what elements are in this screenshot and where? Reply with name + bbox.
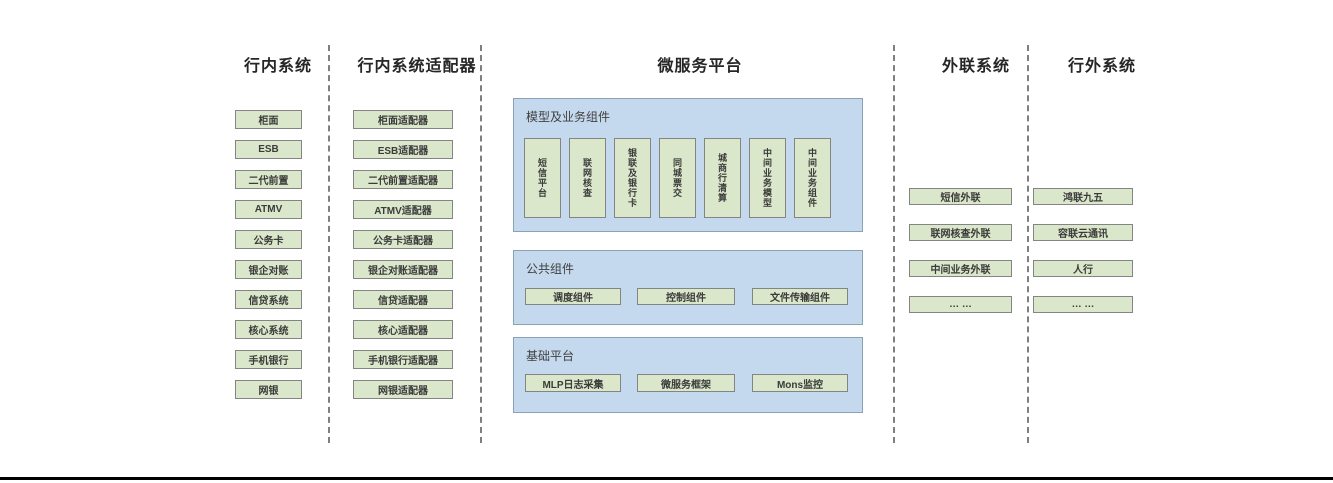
adapter-box: 核心适配器 [353,320,453,339]
adapter-box: 公务卡适配器 [353,230,453,249]
adapter-box: 网银适配器 [353,380,453,399]
adapter-box: ATMV适配器 [353,200,453,219]
adapter-box: 信贷适配器 [353,290,453,309]
external-system-box: 鸿联九五 [1033,188,1133,205]
model-component-box: 中间业务组件 [794,138,831,218]
external-system-box: 人行 [1033,260,1133,277]
common-components-panel [513,250,863,325]
base-platform-box: 微服务框架 [637,374,735,392]
adapter-box: ESB适配器 [353,140,453,159]
adapter-box: 手机银行适配器 [353,350,453,369]
outbound-system-box: 短信外联 [909,188,1012,205]
adapter-box: 银企对账适配器 [353,260,453,279]
internal-system-box: 银企对账 [235,260,302,279]
internal-system-box: 核心系统 [235,320,302,339]
model-component-box: 同城票交 [659,138,696,218]
column-divider [1027,45,1029,443]
internal-system-box: 网银 [235,380,302,399]
model-component-box: 城商行清算 [704,138,741,218]
internal-system-box: ATMV [235,200,302,219]
common-component-box: 文件传输组件 [752,288,848,305]
panel-title: 模型及业务组件 [526,110,611,124]
column-divider [328,45,330,443]
panel-title: 基础平台 [526,349,575,363]
base-platform-box: Mons监控 [752,374,848,392]
panel-title: 公共组件 [526,262,575,276]
external-system-box: 容联云通讯 [1033,224,1133,241]
outbound-system-box: 联网核查外联 [909,224,1012,241]
internal-system-box: 二代前置 [235,170,302,189]
model-component-box: 中间业务模型 [749,138,786,218]
outbound-system-box: 中间业务外联 [909,260,1012,277]
column-title-internal-adapters: 行内系统适配器 [357,58,477,75]
column-title-outbound-systems: 外联系统 [941,58,1010,75]
common-component-box: 控制组件 [637,288,735,305]
model-component-box: 联网核查 [569,138,606,218]
column-title-external-systems: 行外系统 [1067,58,1136,75]
column-title-internal-systems: 行内系统 [243,58,312,75]
model-component-box: 银联及银行卡 [614,138,651,218]
internal-system-box: ESB [235,140,302,159]
adapter-box: 柜面适配器 [353,110,453,129]
column-divider [893,45,895,443]
base-platform-box: MLP日志采集 [525,374,621,392]
internal-system-box: 信贷系统 [235,290,302,309]
internal-system-box: 柜面 [235,110,302,129]
model-component-box: 短信平台 [524,138,561,218]
column-title-microservice-platform: 微服务平台 [657,58,743,75]
bottom-divider-line [0,477,1333,480]
external-system-box: … … [1033,296,1133,313]
common-component-box: 调度组件 [525,288,621,305]
outbound-system-box: … … [909,296,1012,313]
internal-system-box: 公务卡 [235,230,302,249]
column-divider [480,45,482,443]
adapter-box: 二代前置适配器 [353,170,453,189]
internal-system-box: 手机银行 [235,350,302,369]
